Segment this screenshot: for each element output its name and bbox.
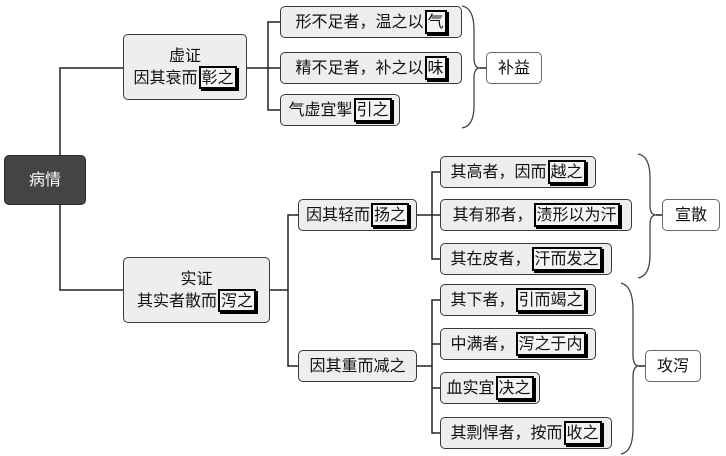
item-highlight: 气 <box>424 10 447 34</box>
item-text: 中满者， <box>450 334 515 353</box>
item-highlight: 引而竭之 <box>515 288 586 312</box>
light-item-2: 其有邪者，渍形以为汗 <box>440 199 632 231</box>
deficiency-node: 虚证 因其衰而彰之 <box>123 34 247 100</box>
item-highlight: 收之 <box>563 421 602 445</box>
item-text: 血实宜 <box>446 378 495 397</box>
heavy-item-4: 其剽悍者，按而收之 <box>440 417 612 449</box>
item-text: 其有邪者， <box>452 205 533 224</box>
item-text: 气虚宜掣 <box>288 100 353 119</box>
group-label-text: 补益 <box>497 58 530 77</box>
item-text: 其剽悍者，按而 <box>450 423 563 442</box>
group-label-text: 宣散 <box>674 205 707 224</box>
heavy-item-1: 其下者，引而竭之 <box>440 284 596 316</box>
item-text: 精不足者，补之以 <box>295 58 424 77</box>
item-text: 其在皮者， <box>450 249 531 268</box>
excess-principle-highlight: 泻之 <box>218 289 257 312</box>
root-node: 病情 <box>4 155 86 205</box>
excess-node: 实证 其实者散而泻之 <box>123 257 270 323</box>
heavy-item-2: 中满者，泻之于内 <box>440 328 596 360</box>
item-highlight: 味 <box>424 56 447 80</box>
group-label-text: 攻泻 <box>656 356 689 375</box>
excess-principle-text: 其实者散而 <box>136 291 217 310</box>
deficiency-item-2: 精不足者，补之以味 <box>280 52 462 84</box>
item-highlight: 越之 <box>547 160 586 184</box>
heavy-label: 因其重而减之 <box>309 356 406 375</box>
light-item-1: 其高者，因而越之 <box>440 156 596 188</box>
deficiency-label: 虚证 <box>168 46 201 65</box>
group-label-tonify: 补益 <box>486 52 542 84</box>
heavy-node: 因其重而减之 <box>298 350 417 382</box>
item-highlight: 汗而发之 <box>531 247 602 271</box>
group-label-purge: 攻泻 <box>645 350 701 382</box>
item-text: 其下者， <box>450 290 515 309</box>
light-highlight: 扬之 <box>371 203 410 227</box>
item-text: 形不足者，温之以 <box>295 12 424 31</box>
deficiency-item-3: 气虚宜掣引之 <box>280 94 400 126</box>
light-node: 因其轻而扬之 <box>298 199 417 231</box>
item-highlight: 泻之于内 <box>515 332 586 356</box>
heavy-item-3: 血实宜决之 <box>440 372 540 404</box>
item-text: 其高者，因而 <box>450 162 547 181</box>
deficiency-principle-highlight: 彰之 <box>198 66 237 89</box>
light-item-3: 其在皮者，汗而发之 <box>440 243 612 275</box>
deficiency-item-1: 形不足者，温之以气 <box>280 6 462 38</box>
group-label-disperse: 宣散 <box>662 199 720 231</box>
item-highlight: 决之 <box>495 376 534 400</box>
item-highlight: 渍形以为汗 <box>533 203 620 227</box>
item-highlight: 引之 <box>353 98 392 122</box>
root-label: 病情 <box>28 170 61 189</box>
light-text: 因其轻而 <box>305 205 370 224</box>
excess-label: 实证 <box>180 269 213 288</box>
deficiency-principle-text: 因其衰而 <box>133 68 198 87</box>
excess-principle: 其实者散而泻之 <box>136 289 257 312</box>
deficiency-principle: 因其衰而彰之 <box>133 66 237 89</box>
